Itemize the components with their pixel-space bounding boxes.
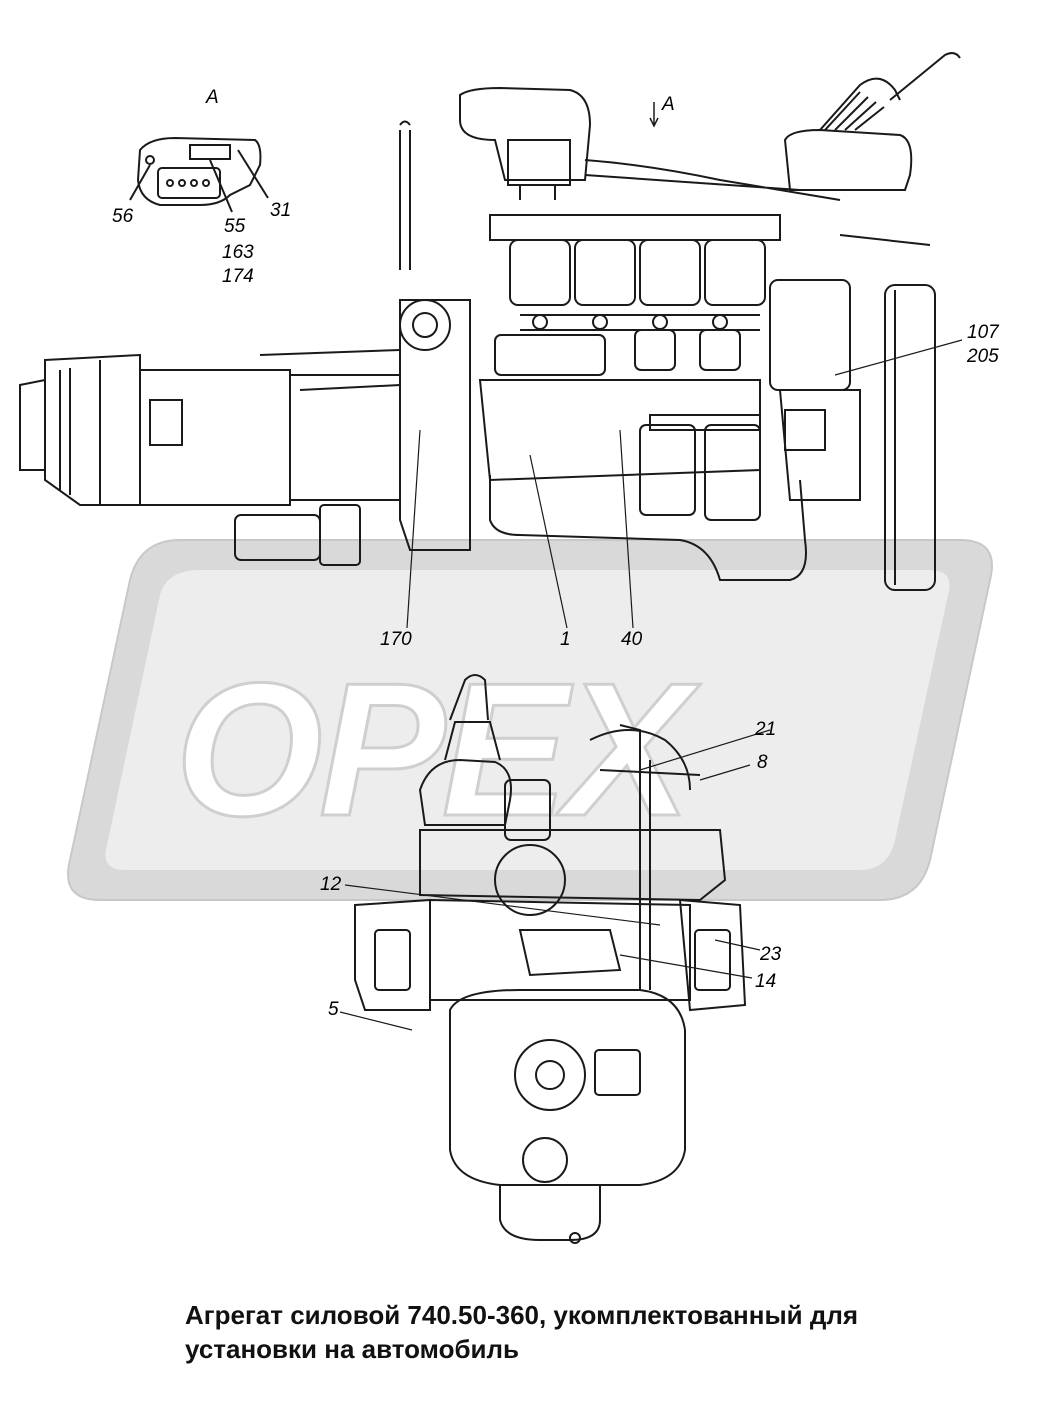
label-56: 56 xyxy=(112,206,134,227)
label-14: 14 xyxy=(755,971,776,992)
watermark-logo: OPEX xyxy=(67,539,993,901)
arrow-a-label: A xyxy=(661,94,675,115)
view-a-title: A xyxy=(205,87,219,108)
caption-line-1: Агрегат силовой 740.50-360, укомплектова… xyxy=(185,1300,859,1330)
view-a-detail xyxy=(129,136,269,213)
engine-front-view xyxy=(339,674,771,1244)
label-163: 163 xyxy=(222,242,254,263)
label-174: 174 xyxy=(222,266,254,287)
label-31: 31 xyxy=(270,200,291,221)
label-5: 5 xyxy=(328,999,339,1020)
label-170: 170 xyxy=(380,629,412,650)
label-40: 40 xyxy=(621,629,643,650)
label-107: 107 xyxy=(967,322,1000,343)
label-23: 23 xyxy=(759,944,782,965)
label-21: 21 xyxy=(754,719,776,740)
label-1: 1 xyxy=(560,629,571,650)
label-55: 55 xyxy=(224,216,246,237)
diagram-caption: Агрегат силовой 740.50-360, укомплектова… xyxy=(185,1298,1005,1366)
label-12: 12 xyxy=(320,874,342,895)
watermark-text: OPEX xyxy=(175,644,701,856)
label-8: 8 xyxy=(757,752,768,773)
engine-side-view xyxy=(19,52,963,629)
label-205: 205 xyxy=(966,346,999,367)
caption-line-2: установки на автомобиль xyxy=(185,1334,519,1364)
